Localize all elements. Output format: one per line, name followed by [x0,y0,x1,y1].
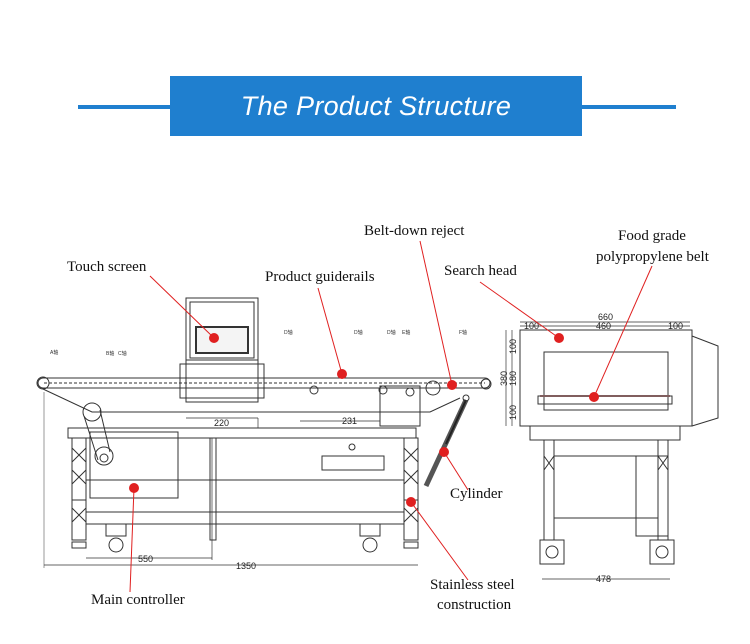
dim-478: 478 [596,574,611,584]
leader-search-head [479,281,560,339]
touch-screen-display [195,326,249,354]
tag-c: C轴 [118,350,127,357]
dim-460: 460 [596,321,611,331]
label-touch-screen: Touch screen [67,259,147,275]
dim-550: 550 [138,554,153,564]
label-food-grade-line2: polypropylene belt [596,249,709,265]
dim-1350: 1350 [236,561,256,571]
marker-touch-screen [209,333,219,343]
tag-d3: D轴 [387,329,396,336]
dim-220: 220 [214,418,229,428]
leader-stainless [410,501,469,581]
tag-a: A轴 [50,349,58,356]
front-roller [36,376,50,390]
leg-right [403,437,419,541]
dim-380: 380 [499,371,509,386]
banner-line-left [78,105,170,109]
label-search-head: Search head [444,263,517,279]
leg-left [71,437,87,541]
tag-d1: D轴 [284,329,293,336]
dim-100-top-left: 100 [524,321,539,331]
label-cylinder: Cylinder [450,486,503,502]
banner-line-right [582,105,676,109]
label-product-guiderails: Product guiderails [265,269,375,285]
leader-touch-screen [149,275,215,339]
leader-cylinder [443,451,469,491]
leader-belt-down [419,240,453,386]
marker-stainless [406,497,416,507]
label-food-grade-line1: Food grade [618,228,686,244]
dim-100-vertical-top: 100 [508,339,518,354]
marker-cylinder [439,447,449,457]
label-stainless-line2: construction [437,597,512,613]
dim-100-vertical-bottom: 100 [508,405,518,420]
frame-top [67,427,417,439]
page-title: The Product Structure [170,76,582,136]
head-frame-inner [189,301,255,359]
label-belt-down-reject: Belt-down reject [364,223,465,239]
leader-main-controller [129,487,135,593]
end-view-head [519,329,693,427]
dim-180: 180 [508,371,518,386]
caster-left [108,537,124,553]
label-stainless-line1: Stainless steel [430,577,515,593]
marker-search-head [554,333,564,343]
tag-b: B轴 [106,350,114,357]
leader-food-grade [593,265,653,398]
dim-231: 231 [342,416,357,426]
marker-main-controller [129,483,139,493]
search-head-housing [185,297,259,403]
marker-belt-down [447,380,457,390]
dim-100-top-right: 100 [668,321,683,331]
marker-food-grade [589,392,599,402]
label-main-controller: Main controller [91,592,185,608]
dim-660: 660 [598,312,613,322]
tag-f: F轴 [459,329,467,336]
rear-roller [425,380,441,396]
caster-right [362,537,378,553]
conveyor-belt [37,377,491,389]
leader-guiderails [317,287,343,375]
tag-d2: D轴 [354,329,363,336]
marker-guiderails [337,369,347,379]
tag-e: E轴 [402,329,410,336]
